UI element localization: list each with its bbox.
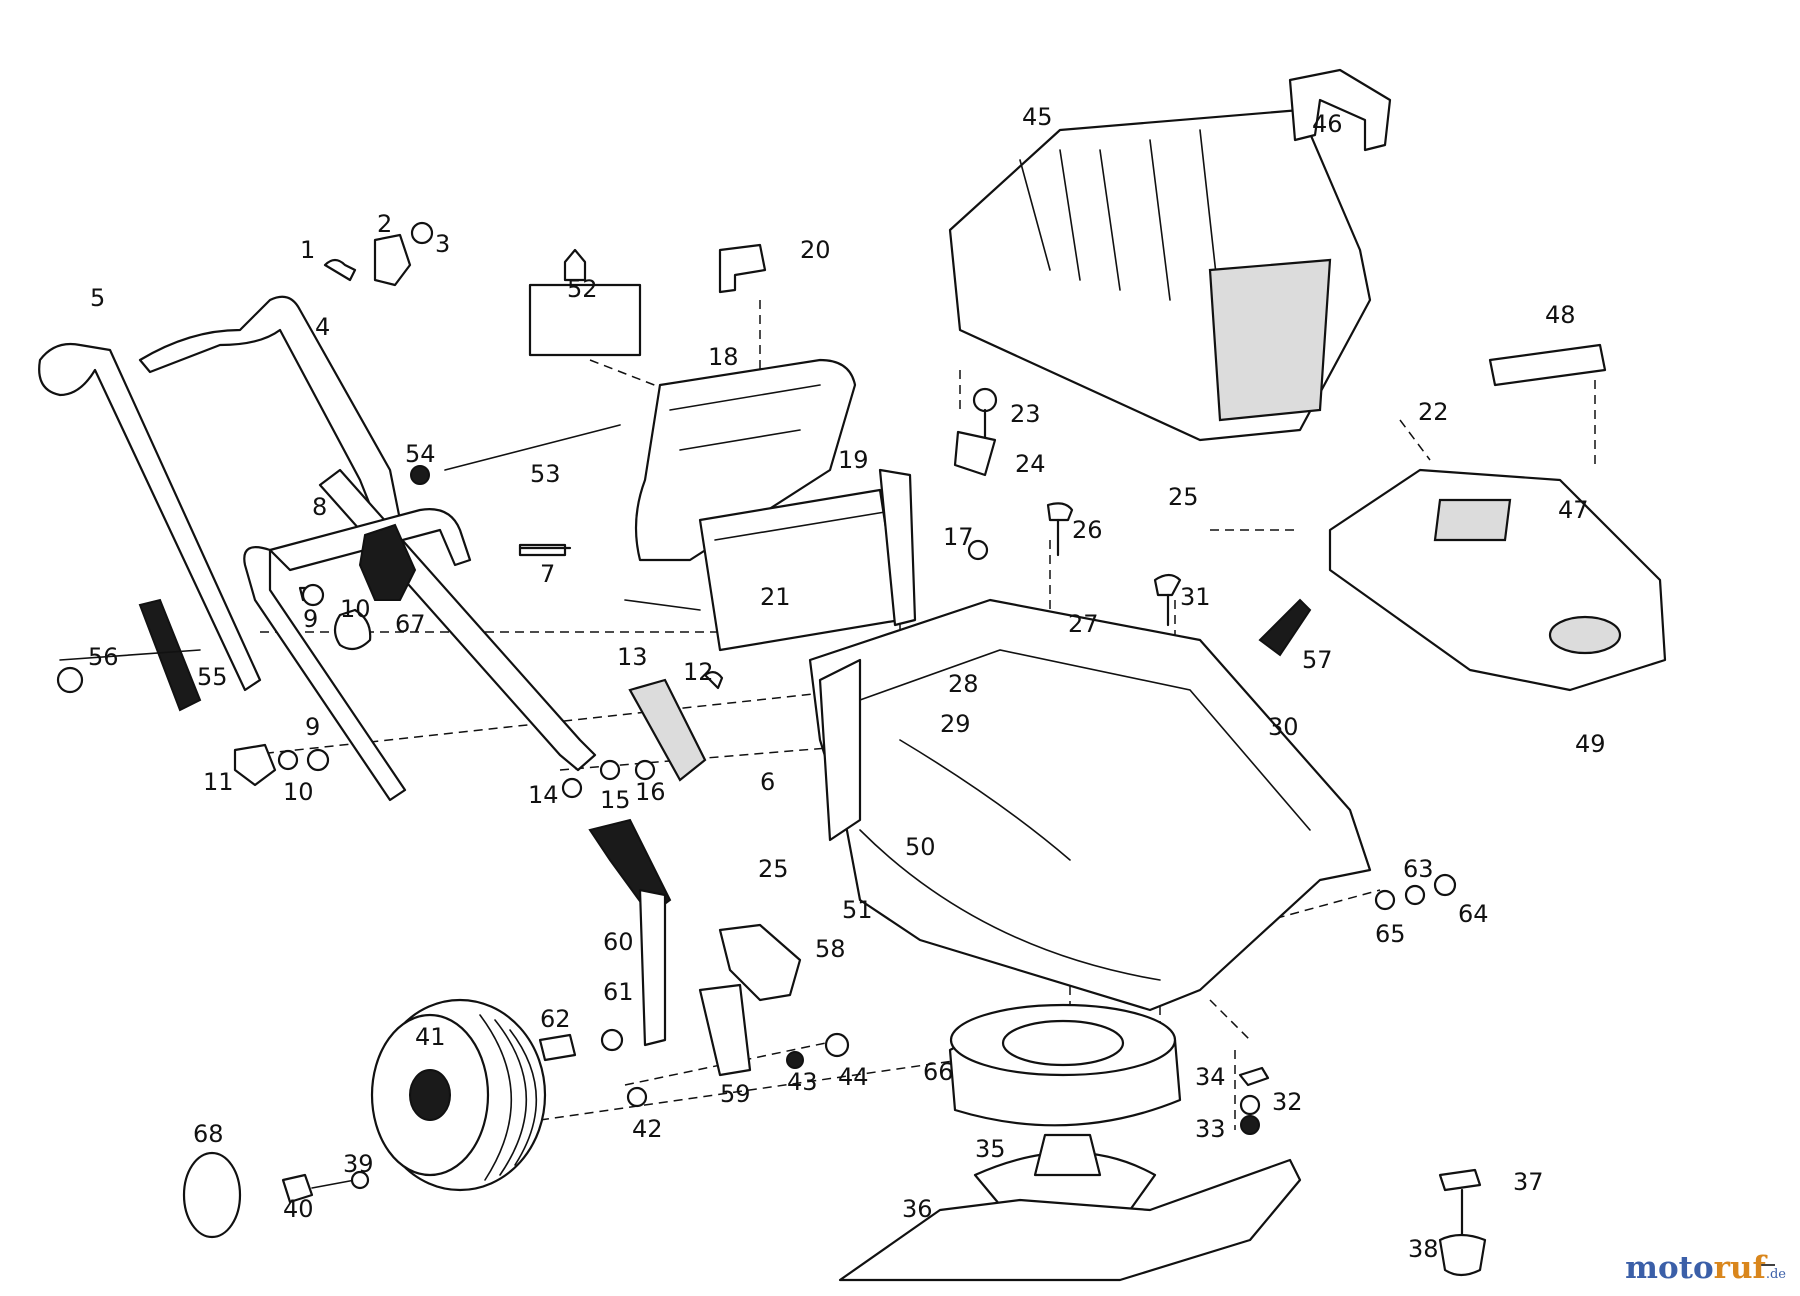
part-label: 54 — [405, 440, 436, 468]
part-number-labels: 1 2 3 4 5 6 7 8 9 9 10 10 11 12 13 14 15… — [88, 103, 1606, 1263]
part-label: 45 — [1022, 103, 1053, 131]
part-label: 5 — [90, 284, 105, 312]
part-label: 59 — [720, 1080, 751, 1108]
part-label: 65 — [1375, 920, 1406, 948]
part-label: 23 — [1010, 400, 1041, 428]
part-label: 10 — [340, 595, 371, 623]
part-label: 49 — [1575, 730, 1606, 758]
part-label: 14 — [528, 781, 559, 809]
part-label: 6 — [760, 768, 775, 796]
part-label: 9 — [303, 605, 318, 633]
watermark-part-3: .de — [1765, 1267, 1786, 1282]
part-label: 37 — [1513, 1168, 1544, 1196]
part-label: 8 — [312, 493, 327, 521]
part-label: 21 — [760, 583, 791, 611]
handle-assembly — [38, 221, 621, 802]
part-label: 25 — [1168, 483, 1199, 511]
part-label: 32 — [1272, 1088, 1303, 1116]
part-label: 22 — [1418, 398, 1449, 426]
part-label: 17 — [943, 523, 974, 551]
part-label: 3 — [435, 230, 450, 258]
part-label: 39 — [343, 1150, 374, 1178]
part-label: 61 — [603, 978, 634, 1006]
part-label: 31 — [1180, 583, 1211, 611]
rear-flap — [528, 243, 917, 652]
part-label: 62 — [540, 1005, 571, 1033]
part-label: 53 — [530, 460, 561, 488]
part-label: 50 — [905, 833, 936, 861]
part-label: 67 — [395, 610, 426, 638]
part-label: 4 — [315, 313, 330, 341]
part-label: 47 — [1558, 496, 1589, 524]
part-label: 58 — [815, 935, 846, 963]
part-label: 68 — [193, 1120, 224, 1148]
part-label: 35 — [975, 1135, 1006, 1163]
part-label: 44 — [838, 1063, 869, 1091]
watermark-part-2: ruf — [1713, 1250, 1766, 1286]
part-label: 43 — [787, 1068, 818, 1096]
part-label: 57 — [1302, 646, 1333, 674]
part-label: 34 — [1195, 1063, 1226, 1091]
blade-assembly — [838, 1003, 1487, 1282]
part-label: 55 — [197, 663, 228, 691]
part-label: 51 — [842, 896, 873, 924]
part-label: 26 — [1072, 516, 1103, 544]
wheel-assembly — [182, 671, 1457, 1239]
part-label: 13 — [617, 643, 648, 671]
deck-housing — [808, 598, 1372, 1012]
part-label: 7 — [540, 560, 555, 588]
part-label: 1 — [300, 236, 315, 264]
part-label: 2 — [377, 210, 392, 238]
part-label: 24 — [1015, 450, 1046, 478]
part-label: 18 — [708, 343, 739, 371]
part-label: 66 — [923, 1058, 954, 1086]
part-label: 56 — [88, 643, 119, 671]
part-label: 29 — [940, 710, 971, 738]
part-label: 27 — [1068, 610, 1099, 638]
part-label: 20 — [800, 236, 831, 264]
part-label: 52 — [567, 275, 598, 303]
part-label: 46 — [1312, 110, 1343, 138]
part-label: 15 — [600, 786, 631, 814]
watermark-part-1: moto — [1625, 1250, 1714, 1286]
part-label: 60 — [603, 928, 634, 956]
part-label: 38 — [1408, 1235, 1439, 1263]
part-label: 48 — [1545, 301, 1576, 329]
motor-cover — [1258, 343, 1667, 692]
part-label: 10 — [283, 778, 314, 806]
part-label: 36 — [902, 1195, 933, 1223]
part-label: 33 — [1195, 1115, 1226, 1143]
part-label: 30 — [1268, 713, 1299, 741]
part-label: 40 — [283, 1195, 314, 1223]
part-label: 41 — [415, 1023, 446, 1051]
part-label: 16 — [635, 778, 666, 806]
grass-collector — [948, 68, 1392, 442]
part-label: 12 — [683, 658, 714, 686]
part-label: 9 — [305, 713, 320, 741]
part-label: 63 — [1403, 855, 1434, 883]
motoruf-watermark: motoruf.de — [1625, 1250, 1786, 1286]
part-label: 42 — [632, 1115, 663, 1143]
part-label: 19 — [838, 446, 869, 474]
part-label: 11 — [203, 768, 234, 796]
part-label: 25 — [758, 855, 789, 883]
part-label: 28 — [948, 670, 979, 698]
part-label: 64 — [1458, 900, 1489, 928]
